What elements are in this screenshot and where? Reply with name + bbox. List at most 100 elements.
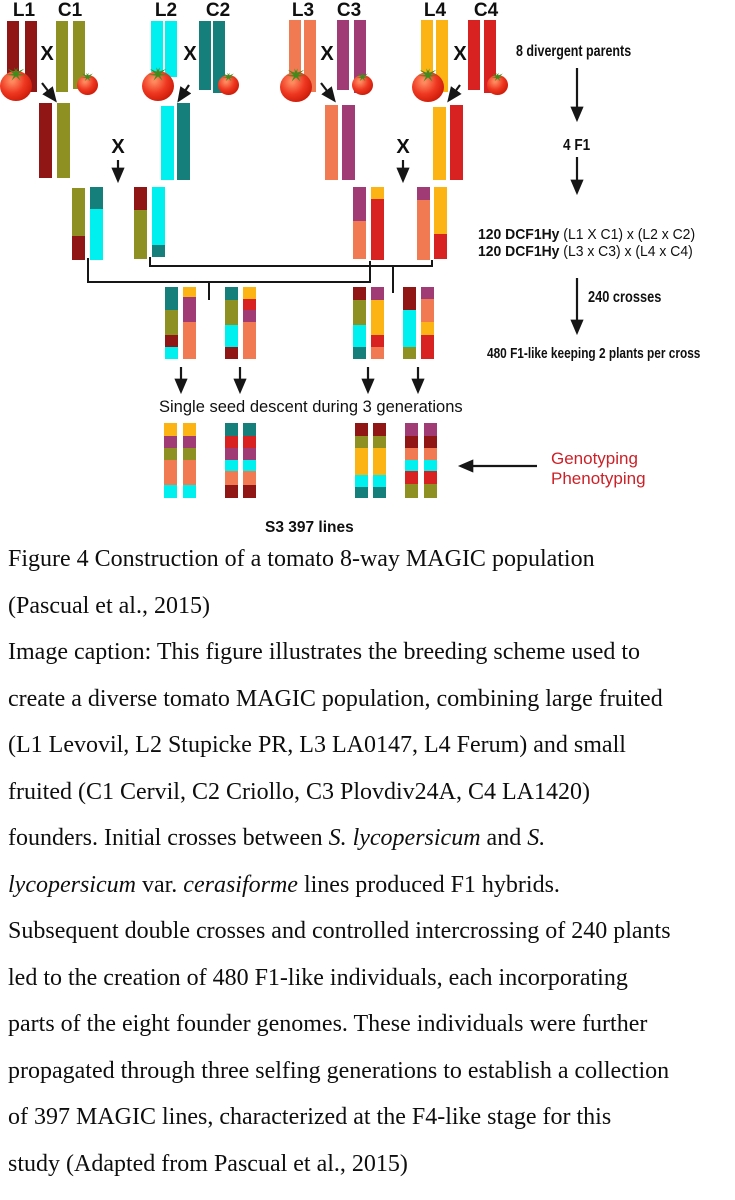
chromosome-segment-amber <box>183 423 196 436</box>
chromosome-segment-cyan <box>225 460 238 471</box>
chromosome-bar <box>57 103 70 178</box>
tomato-icon <box>487 72 508 95</box>
chromosome-segment-amber <box>355 448 368 475</box>
chromosome-segment-salmon <box>243 322 256 359</box>
chromosome-segment-purple <box>183 297 196 322</box>
chromosome-segment-amber <box>371 187 384 199</box>
cross-x-mark: X <box>396 136 410 158</box>
parent-label-c4: C4 <box>473 0 499 21</box>
caption-line: fruited (C1 Cervil, C2 Criollo, C3 Plovd… <box>8 769 735 816</box>
chromosome-bar <box>183 287 196 359</box>
chromosome-segment-purple <box>417 187 430 200</box>
chromosome-bar <box>450 105 463 180</box>
chromosome-segment-red <box>424 471 437 484</box>
caption-line: led to the creation of 480 F1-like indiv… <box>8 955 735 1002</box>
chromosome-bar <box>225 423 238 498</box>
chromosome-bar <box>434 187 447 259</box>
parent-label-l4: L4 <box>423 0 447 21</box>
chromosome-segment-red <box>484 20 496 93</box>
chromosome-segment-amber <box>421 20 433 72</box>
chromosome-bar <box>183 423 196 498</box>
chromosome-segment-darkred <box>353 287 366 300</box>
chromosome-segment-purple <box>225 448 238 460</box>
chromosome-bar <box>213 21 225 93</box>
caption-text: lines produced F1 hybrids. <box>297 871 560 898</box>
chromosome-bar <box>225 287 238 359</box>
chromosome-segment-red <box>421 335 434 359</box>
chromosome-segment-purple <box>424 423 437 436</box>
caption-text: (Pascual et al., 2015) <box>8 592 210 619</box>
chromosome-bar <box>243 423 256 498</box>
tomato-icon <box>280 68 312 103</box>
chromosome-segment-salmon <box>225 471 238 485</box>
chromosome-segment-darkred <box>165 335 178 347</box>
figure-caption: Figure 4 Construction of a tomato 8-way … <box>8 536 735 1187</box>
chromosome-segment-cyan <box>161 106 174 180</box>
chromosome-segment-amber <box>421 322 434 335</box>
chromosome-segment-purple <box>353 187 366 221</box>
chromosome-segment-red <box>243 299 256 310</box>
caption-line: lycopersicum var. cerasiforme lines prod… <box>8 862 735 909</box>
chromosome-bar <box>355 423 368 498</box>
chromosome-segment-red <box>371 199 384 260</box>
chromosome-bar <box>25 21 37 92</box>
chromosome-bar <box>151 21 163 72</box>
dcf1hy-line-2: 120 DCF1Hy (L3 x C3) x (L4 x C4) <box>478 243 693 260</box>
parent-label-c2: C2 <box>205 0 231 21</box>
chromosome-segment-olive <box>405 484 418 498</box>
chromosome-segment-cyan <box>243 460 256 471</box>
caption-line: founders. Initial crosses between S. lyc… <box>8 815 735 862</box>
chromosome-segment-amber <box>371 300 384 335</box>
caption-text: study (Adapted from Pascual et al., 2015… <box>8 1150 408 1177</box>
caption-line: create a diverse tomato MAGIC population… <box>8 676 735 723</box>
chromosome-segment-cyan <box>403 310 416 347</box>
chromosome-segment-salmon <box>371 347 384 359</box>
caption-text: and <box>480 825 528 851</box>
parent-label-c3: C3 <box>336 0 362 21</box>
chromosome-segment-olive <box>373 436 386 448</box>
chromosome-segment-purple <box>243 310 256 322</box>
chromosome-segment-amber <box>243 287 256 299</box>
tomato-sepal-icon <box>80 72 95 82</box>
parent-label-l1: L1 <box>12 0 36 21</box>
chromosome-segment-purple <box>405 423 418 436</box>
chromosome-bar <box>371 287 384 359</box>
chromosome-segment-purple <box>337 20 349 90</box>
crosses-count-label: 240 crosses <box>588 289 662 306</box>
chromosome-bar <box>325 105 338 180</box>
chromosome-bar <box>337 20 349 90</box>
chromosome-segment-cyan <box>152 187 165 245</box>
chromosome-bar <box>152 187 165 257</box>
caption-text: var. <box>135 871 184 898</box>
dcf1hy-line-1: 120 DCF1Hy (L1 X C1) x (L2 x C2) <box>478 226 696 243</box>
caption-text: (L1 Levovil, L2 Stupicke PR, L3 LA0147, … <box>8 732 626 758</box>
tomato-icon <box>352 72 373 95</box>
caption-text: Figure 4 Construction of a tomato 8-way … <box>8 546 595 572</box>
chromosome-bar <box>7 21 19 75</box>
chromosome-bar <box>433 107 446 180</box>
caption-text: of 397 MAGIC lines, characterized at the… <box>8 1104 612 1130</box>
caption-text: founders. Initial crosses between <box>8 825 329 851</box>
chromosome-segment-purple <box>243 448 256 460</box>
chromosome-segment-cyan <box>353 325 366 347</box>
chromosome-segment-cyan <box>405 460 418 471</box>
chromosome-segment-cyan <box>183 485 196 498</box>
tomato-icon <box>0 67 32 102</box>
chromosome-bar <box>90 187 103 260</box>
chromosome-segment-darkred <box>403 287 416 310</box>
chromosome-segment-amber <box>433 107 446 180</box>
chromosome-bar <box>177 103 190 180</box>
parent-label-c1: C1 <box>57 0 83 21</box>
chromosome-segment-teal <box>177 103 190 180</box>
caption-text: Subsequent double crosses and controlled… <box>8 918 671 944</box>
chromosome-bar <box>199 21 211 90</box>
chromosome-segment-darkred <box>373 423 386 436</box>
cross-x-mark: X <box>183 43 197 65</box>
chromosome-segment-salmon <box>183 460 196 485</box>
chromosome-segment-olive <box>134 210 147 259</box>
chromosome-segment-teal <box>225 423 238 436</box>
cross-x-mark: X <box>453 43 467 65</box>
caption-text: led to the creation of 480 F1-like indiv… <box>8 964 628 991</box>
chromosome-bar <box>405 423 418 498</box>
chromosome-segment-teal <box>199 21 211 90</box>
